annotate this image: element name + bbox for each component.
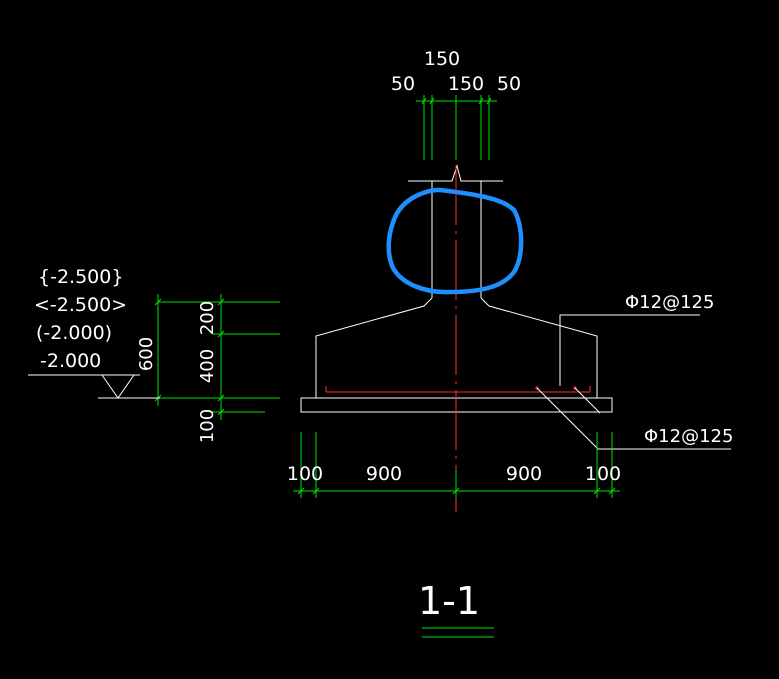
left-dimension-lower: 100 (197, 409, 218, 443)
left-dimension-middle: 400 (197, 349, 218, 383)
markup-circle (386, 187, 524, 295)
elevation-marker (28, 374, 160, 399)
left-dimension-upper: 200 (197, 301, 218, 335)
bottom-dimension-4: 100 (585, 463, 621, 485)
left-dimension-chain (154, 294, 280, 420)
left-dimension-total: 600 (136, 337, 157, 371)
top-dimension-chain (416, 95, 497, 160)
elevation-label-3: (-2.000) (36, 322, 112, 344)
elevation-label-4: -2.000 (40, 350, 101, 372)
elevation-label-1: {-2.500} (38, 266, 123, 288)
section-title-underline (422, 627, 494, 638)
rebar-label-lower: Φ12@125 (644, 426, 733, 447)
bottom-dimension-chain (293, 432, 620, 498)
bottom-dimension-2: 900 (366, 463, 402, 485)
section-title: 1-1 (418, 579, 480, 623)
top-dimension-center: 150 (448, 73, 484, 95)
bottom-dimension-3: 900 (506, 463, 542, 485)
elevation-label-2: <-2.500> (34, 294, 127, 316)
top-dimension-left: 50 (391, 73, 415, 95)
top-dimension-right: 50 (497, 73, 521, 95)
top-dimension-overall: 150 (424, 48, 460, 70)
bottom-dimension-1: 100 (287, 463, 323, 485)
rebar-label-upper: Φ12@125 (625, 292, 714, 313)
reinforcement (325, 386, 591, 393)
rebar-leaders (536, 314, 731, 450)
